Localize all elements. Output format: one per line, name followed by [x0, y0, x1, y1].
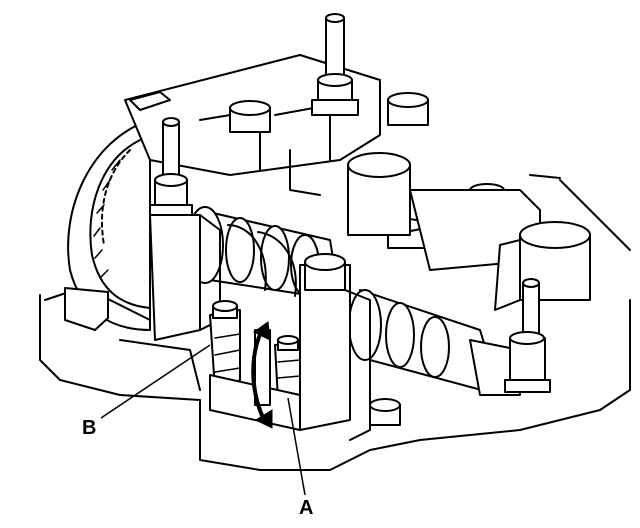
engine-block-outline	[39, 174, 631, 471]
rear-camshaft-right	[348, 289, 521, 396]
adjusting-screws	[212, 300, 299, 351]
right-front-stud	[504, 278, 551, 393]
rocker-movement-arrow	[251, 321, 273, 429]
leader-line-a	[287, 397, 306, 496]
left-tall-stud	[149, 117, 193, 216]
cam-sprocket-housing	[67, 119, 151, 331]
callout-label-b: B	[82, 417, 97, 439]
rear-tall-stud	[311, 13, 359, 116]
callout-label-a: A	[299, 497, 314, 519]
leader-line-b	[100, 344, 211, 419]
lower-bolt	[369, 398, 401, 426]
